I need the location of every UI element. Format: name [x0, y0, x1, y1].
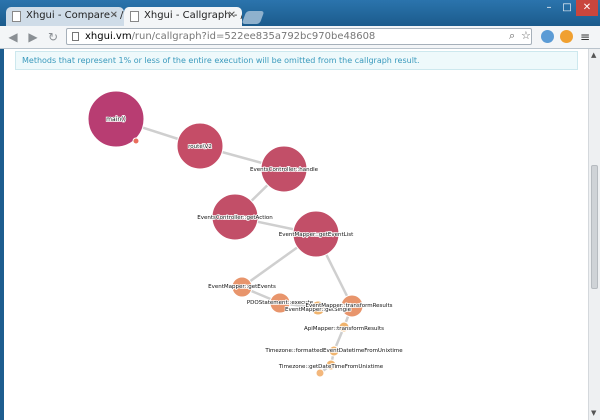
- callgraph-node-transform[interactable]: [340, 294, 364, 318]
- tab-callgraph[interactable]: Xhgui - Callgraph - /v2 ✕: [124, 7, 242, 26]
- new-tab-button[interactable]: [241, 11, 265, 24]
- page-content: Methods that represent 1% or less of the…: [4, 49, 588, 420]
- tab-compare[interactable]: Xhgui - Compare - /v2 ✕: [6, 7, 124, 26]
- callgraph: main()route\V2EventsController::handleEv…: [87, 90, 404, 378]
- scroll-thumb[interactable]: [591, 165, 598, 289]
- callgraph-node-getdatetime[interactable]: [325, 359, 337, 371]
- browser-toolbar: ◀ ▶ ↻ xhgui.vm/run/callgraph?id=522ee835…: [0, 26, 600, 49]
- tab-title: Xhgui - Callgraph - /v2: [144, 10, 242, 21]
- callgraph-node-routev2[interactable]: [176, 122, 224, 170]
- callgraph-node-getsingle[interactable]: [310, 300, 326, 316]
- callgraph-label-eventmapper-getsingle: EventMapper::getSingle: [285, 307, 352, 313]
- close-window-button[interactable]: ✕: [576, 0, 598, 16]
- callgraph-node-main[interactable]: [87, 90, 145, 148]
- back-button[interactable]: ◀: [8, 30, 18, 44]
- callgraph-label-timezone-formattedeventdatetimefromunixtime: Timezone::formattedEventDatetimeFromUnix…: [264, 348, 403, 354]
- tab-title: Xhgui - Compare - /v2: [26, 10, 124, 21]
- page-icon: [72, 32, 79, 41]
- browser-titlebar: Xhgui - Compare - /v2 ✕ Xhgui - Callgrap…: [0, 0, 600, 26]
- callgraph-label-eventmapper-transformresults: EventMapper::transformResults: [306, 303, 393, 309]
- callgraph-label-eventscontroller-getaction: EventsController::getAction: [197, 215, 273, 221]
- scroll-down-arrow-icon[interactable]: ▼: [591, 409, 597, 417]
- page-icon: [12, 11, 21, 22]
- reload-button[interactable]: ↻: [47, 30, 59, 44]
- address-path: /run/callgraph?id=522ee835a792bc970be486…: [131, 31, 376, 42]
- extension-icon[interactable]: [541, 30, 554, 43]
- callgraph-node-getaction[interactable]: [211, 193, 259, 241]
- vertical-scrollbar[interactable]: ▲ ▼: [588, 49, 600, 420]
- callgraph-node-handle[interactable]: [260, 145, 308, 193]
- callgraph-label-pdostatement-execute: PDOStatement::execute: [247, 300, 314, 306]
- maximize-button[interactable]: □: [562, 2, 572, 13]
- minimize-button[interactable]: –: [546, 2, 552, 13]
- callgraph-notice: Methods that represent 1% or less of the…: [15, 51, 578, 70]
- callgraph-label-timezone-getdatetimefromunixtime: Timezone::getDateTimeFromUnixtime: [278, 364, 384, 370]
- bookmark-star-icon[interactable]: ☆: [521, 29, 531, 42]
- callgraph-node-tiny1[interactable]: [315, 368, 325, 378]
- callgraph-node-execute[interactable]: [269, 292, 291, 314]
- callgraph-node-apitransform[interactable]: [338, 321, 350, 333]
- callgraph-label-eventmapper-geteventlist: EventMapper::getEventList: [279, 232, 354, 238]
- scroll-up-arrow-icon[interactable]: ▲: [591, 51, 597, 59]
- callgraph-node-tiny2[interactable]: [132, 137, 140, 145]
- callgraph-label-route-v2: route\V2: [188, 144, 212, 150]
- callgraph-label-eventscontroller-handle: EventsController::handle: [250, 167, 319, 173]
- close-icon[interactable]: ✕: [227, 10, 236, 21]
- callgraph-node-getevents[interactable]: [231, 276, 253, 298]
- callgraph-node-getlist[interactable]: [292, 210, 340, 258]
- menu-icon[interactable]: ≡: [580, 30, 591, 44]
- callgraph-label-apimapper-transformresults: ApiMapper::transformResults: [304, 326, 384, 332]
- forward-button[interactable]: ▶: [28, 30, 38, 44]
- callgraph-label-main: main(): [106, 116, 126, 123]
- page-icon: [130, 11, 139, 22]
- close-icon[interactable]: ✕: [109, 10, 118, 21]
- extension-icon[interactable]: [560, 30, 573, 43]
- address-host: xhgui.vm: [85, 31, 132, 42]
- zoom-icon[interactable]: ⌕: [509, 29, 516, 42]
- callgraph-node-formatted[interactable]: [328, 345, 340, 357]
- callgraph-label-eventmapper-getevents: EventMapper::getEvents: [208, 284, 276, 290]
- address-bar[interactable]: xhgui.vm/run/callgraph?id=522ee835a792bc…: [66, 28, 532, 45]
